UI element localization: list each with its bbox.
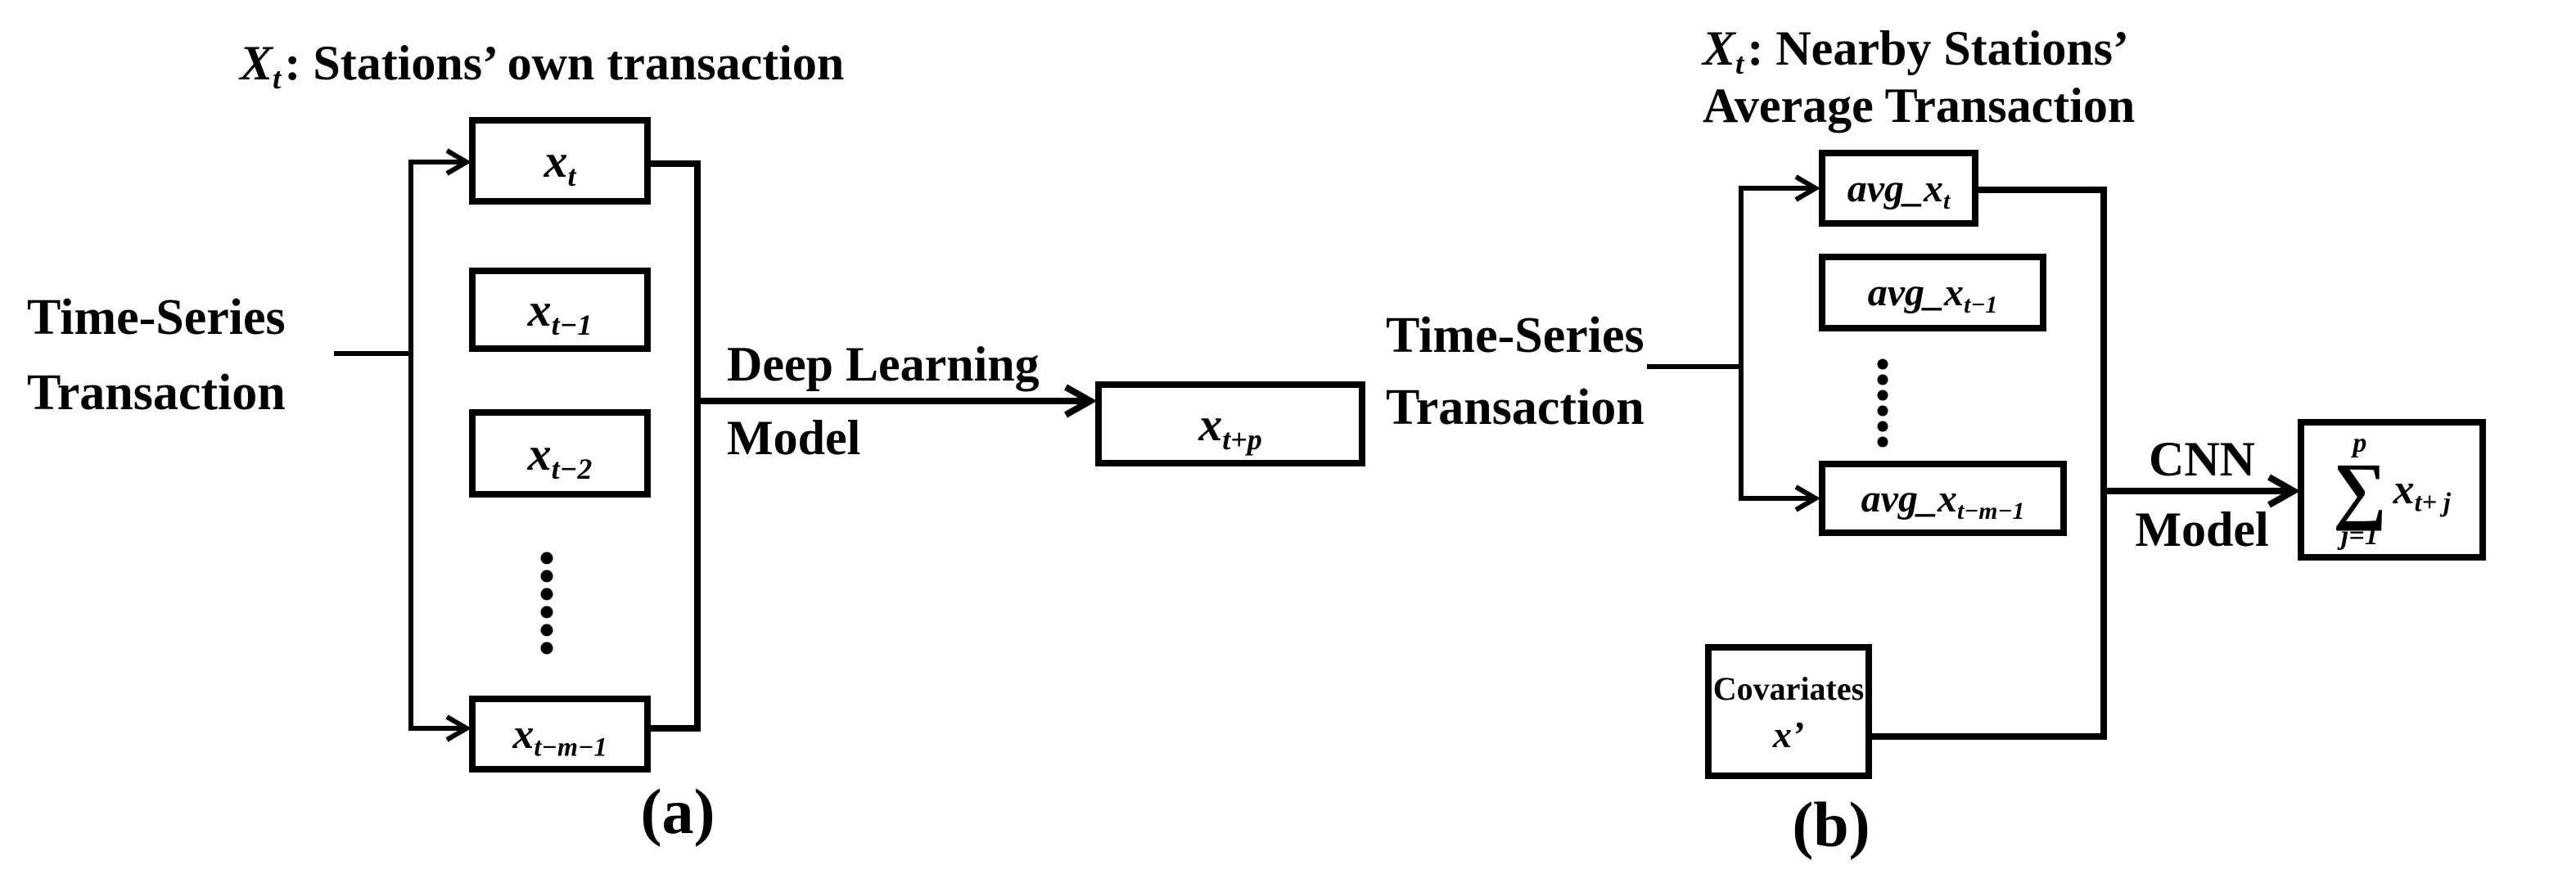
- panel-a-title-text: : Stations’ own transaction: [284, 36, 845, 90]
- panel-a-caption: (a): [640, 776, 715, 847]
- covariates-box-line2: x’: [1772, 713, 1805, 755]
- input-box-avg-xt: avg_xt: [1819, 150, 1978, 227]
- panel-b-caption: (b): [1792, 789, 1870, 860]
- branch-line-b: [1739, 186, 1811, 501]
- cnn-label-line1: CNN: [2149, 432, 2255, 486]
- panel-b-source-label-line2: Transaction: [1386, 380, 1644, 435]
- panel-b-title-line1: Xt: Nearby Stations’: [1703, 21, 2130, 82]
- sum-upper-limit: p: [2353, 428, 2367, 459]
- output-box-xt-p: xt+p: [1095, 381, 1365, 466]
- panel-b-title-variable: Xt: [1703, 21, 1744, 82]
- deep-learning-label-line1: Deep Learning: [727, 337, 1040, 391]
- input-box-xt: xt: [469, 117, 651, 205]
- input-box-xt-2: xt−2: [469, 409, 651, 498]
- panel-a-source-label-line2: Transaction: [27, 365, 286, 421]
- input-box-avg-xt-1: avg_xt−1: [1819, 254, 2046, 331]
- ellipsis-dots-a: [540, 552, 553, 655]
- arrowhead-avgxtm1-icon: [1794, 484, 1820, 512]
- cnn-label-line2: Model: [2135, 502, 2269, 556]
- sum-formula: p ∑ j=1 xt+ j: [2333, 430, 2451, 549]
- input-box-xt-m-1: xt−m−1: [469, 696, 651, 773]
- panel-a-source-label: Time-Series Transaction: [27, 280, 286, 430]
- panel-b-title-line2: Average Transaction: [1703, 79, 2136, 133]
- arrowhead-avgxt-icon: [1794, 174, 1820, 202]
- sum-output-box: p ∑ j=1 xt+ j: [2298, 419, 2486, 561]
- panel-b-source-label-line1: Time-Series: [1386, 308, 1644, 363]
- bracket-line-a: [649, 160, 701, 732]
- deep-learning-arrowhead-icon: [1064, 384, 1098, 418]
- panel-a-title-variable: Xt: [240, 36, 282, 97]
- bracket-line-b: [1870, 187, 2107, 740]
- panel-b-title: Xt: Nearby Stations’ Average Transaction: [1703, 20, 2135, 134]
- arrowhead-xt-icon: [445, 148, 471, 176]
- sum-variable: xt+ j: [2393, 466, 2451, 517]
- sum-lower-limit: j=1: [2340, 520, 2379, 551]
- deep-learning-label-line2: Model: [727, 411, 861, 465]
- ellipsis-dots-b: [1877, 358, 1888, 448]
- sigma-icon: ∑: [2333, 448, 2387, 532]
- input-box-xt-1: xt−1: [469, 268, 651, 352]
- covariates-box: Covariates x’: [1705, 644, 1872, 779]
- arrowhead-xtm1-icon: [445, 714, 471, 742]
- branch-line-a: [408, 160, 463, 731]
- cnn-arrowhead-icon: [2267, 474, 2301, 508]
- panel-b-source-label: Time-Series Transaction: [1386, 300, 1644, 444]
- panel-a-title: Xt: Stations’ own transaction: [240, 34, 845, 97]
- input-box-avg-xt-m-1: avg_xt−m−1: [1819, 461, 2067, 536]
- panel-a-source-label-line1: Time-Series: [27, 290, 286, 345]
- covariates-box-line1: Covariates: [1712, 669, 1865, 707]
